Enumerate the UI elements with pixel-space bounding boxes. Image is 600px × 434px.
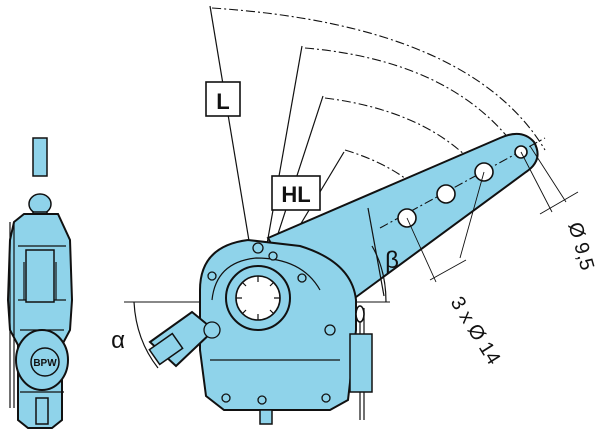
label-holes: 3 x Ø 14 xyxy=(446,293,505,369)
arc-hl-2 xyxy=(324,97,471,161)
side-tail xyxy=(35,397,49,425)
front-view xyxy=(124,5,579,425)
side-inner-block xyxy=(25,249,55,303)
arc-alpha xyxy=(133,301,159,369)
label-box-hl xyxy=(271,175,321,211)
logo-badge xyxy=(30,347,60,377)
side-rod-top xyxy=(32,137,48,177)
label-hl: HL xyxy=(281,182,310,207)
lever-joint-line xyxy=(367,207,385,297)
bolt-bottom-mid xyxy=(257,395,267,405)
label-box-l xyxy=(205,81,241,117)
bolt-top xyxy=(252,242,264,254)
side-eye xyxy=(28,193,52,215)
hole-2 xyxy=(436,184,456,204)
side-view: BPW xyxy=(6,137,74,429)
housing-inner-curve xyxy=(211,257,321,301)
clip-eye xyxy=(355,305,365,323)
bolt-bottom-right xyxy=(321,393,331,403)
arc-l xyxy=(211,7,546,151)
bolt-left xyxy=(207,271,217,281)
worm-hex xyxy=(148,332,184,366)
bolt-worm xyxy=(203,321,221,339)
dim-holes xyxy=(406,171,485,283)
bolt-bottom-left xyxy=(221,393,231,403)
label-small-hole: Ø 9,5 xyxy=(563,220,598,273)
bolt-lower-right xyxy=(324,324,336,336)
side-cap-lines xyxy=(20,329,64,393)
arc-beta xyxy=(371,245,387,303)
arc-hl-1 xyxy=(304,47,511,141)
clip-plate xyxy=(349,333,373,393)
bolt-right xyxy=(297,273,307,283)
dim-small-hole xyxy=(520,145,579,215)
label-beta: β xyxy=(385,247,399,274)
spline-teeth xyxy=(236,276,280,320)
logo-text: BPW xyxy=(33,358,57,369)
label-l: L xyxy=(216,89,229,114)
bottom-nipple xyxy=(259,409,273,425)
label-alpha: α xyxy=(111,327,125,354)
bolt-top-2 xyxy=(268,251,278,261)
side-tube xyxy=(9,222,15,408)
